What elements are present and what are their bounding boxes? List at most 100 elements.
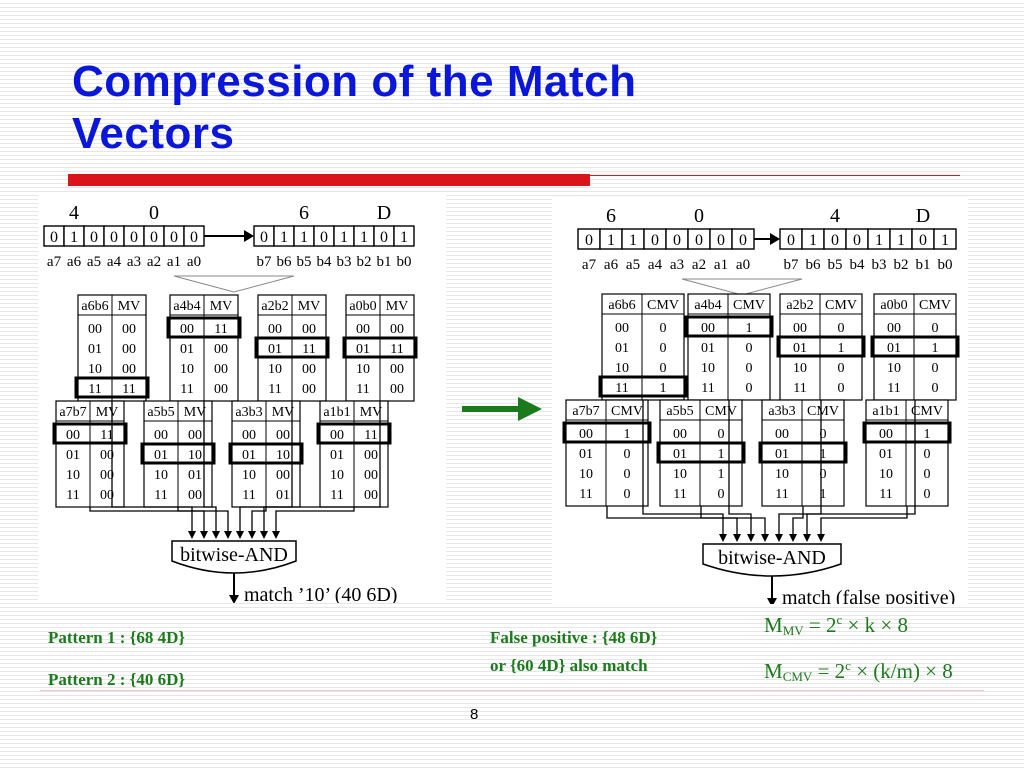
and-gate-label: bitwise-AND xyxy=(180,544,288,566)
route-arrowhead xyxy=(272,531,280,539)
register-arrow-head xyxy=(244,230,254,242)
table-header-key: a1b1 xyxy=(323,405,350,420)
table-header-key: a6b6 xyxy=(81,299,108,314)
table-header-value: CMV xyxy=(911,404,943,419)
slide-title: Compression of the Match Vectors xyxy=(72,56,892,160)
table-value: 0 xyxy=(820,467,827,482)
table-value: 00 xyxy=(100,448,114,463)
bit-label: b7 xyxy=(784,257,800,273)
table-key: 10 xyxy=(242,468,256,483)
table-value: 00 xyxy=(302,362,316,377)
table-value: 1 xyxy=(820,487,827,502)
table-value: 1 xyxy=(718,447,725,462)
table-value: 11 xyxy=(122,382,135,397)
table-value: 0 xyxy=(660,361,667,376)
hex-digit: 0 xyxy=(149,202,159,224)
table-value: 0 xyxy=(838,381,845,396)
eq-sup: c xyxy=(836,612,843,627)
table-key: 01 xyxy=(154,448,168,463)
bit-label: b2 xyxy=(357,254,372,270)
route-arrowhead xyxy=(260,531,268,539)
table-key: 01 xyxy=(579,447,593,462)
table-key: 10 xyxy=(701,361,715,376)
row-highlight xyxy=(562,421,652,444)
route-line xyxy=(700,506,766,536)
route-line xyxy=(251,507,267,533)
bit-cell xyxy=(933,228,957,250)
row-highlight xyxy=(342,336,418,359)
row-highlight xyxy=(74,376,150,399)
bit-value: 0 xyxy=(380,229,388,246)
table-key: 00 xyxy=(268,322,282,337)
route-arrowhead xyxy=(200,531,208,539)
table-value: 00 xyxy=(214,342,228,357)
bit-label: a5 xyxy=(87,254,101,270)
table-header-key: a0b0 xyxy=(349,299,376,314)
bit-value: 1 xyxy=(280,229,288,246)
hex-digit: 4 xyxy=(830,205,840,227)
table-key: 01 xyxy=(701,341,715,356)
row-highlight xyxy=(862,421,952,444)
match-result-label: match ’10’ (40 6D) xyxy=(244,584,397,603)
table-value: 11 xyxy=(364,428,377,443)
bit-value: 0 xyxy=(673,232,681,249)
table-header-value: CMV xyxy=(807,404,839,419)
bit-value: 0 xyxy=(919,232,927,249)
table-value: 0 xyxy=(932,381,939,396)
page-number: 8 xyxy=(470,706,479,723)
table-key: 11 xyxy=(579,487,592,502)
bit-label: a0 xyxy=(187,254,201,270)
table-value: 00 xyxy=(364,448,378,463)
eq-rest: × (k/m) × 8 xyxy=(850,659,953,683)
table-key: 01 xyxy=(879,447,893,462)
bit-value: 1 xyxy=(70,229,78,246)
table-key: 01 xyxy=(615,341,629,356)
table-value: 0 xyxy=(660,321,667,336)
table-value: 00 xyxy=(122,362,136,377)
hex-digit: 6 xyxy=(299,202,309,224)
row-highlight xyxy=(228,442,304,465)
table-key: 01 xyxy=(88,342,102,357)
title-line-2: Vectors xyxy=(72,109,235,158)
bit-value: 0 xyxy=(130,229,138,246)
table-value: 00 xyxy=(122,342,136,357)
pattern-2-note: Pattern 2 : {40 6D} xyxy=(48,670,186,689)
table-value: 1 xyxy=(624,427,631,442)
bit-label: b1 xyxy=(377,254,392,270)
table-key: 00 xyxy=(88,322,102,337)
bit-label: b4 xyxy=(850,257,866,273)
table-key: 11 xyxy=(330,488,343,503)
table-key: 10 xyxy=(330,468,344,483)
table-value: 00 xyxy=(122,322,136,337)
footer-divider xyxy=(40,690,984,691)
route-arrowhead xyxy=(733,534,741,542)
route-line xyxy=(642,400,724,536)
table-key: 00 xyxy=(330,428,344,443)
table-key: 01 xyxy=(330,448,344,463)
table-header-value: CMV xyxy=(705,404,737,419)
table-key: 11 xyxy=(268,382,281,397)
bit-label: b5 xyxy=(297,254,312,270)
table-key: 00 xyxy=(887,321,901,336)
table-value: 0 xyxy=(924,487,931,502)
hex-digit: 0 xyxy=(694,205,704,227)
table-key: 10 xyxy=(879,467,893,482)
lookup-table xyxy=(565,399,649,507)
bit-label: a6 xyxy=(67,254,82,270)
cmv-size-equation: MCMV = 2c × (k/m) × 8 xyxy=(764,658,953,685)
title-underline-bar xyxy=(68,174,590,186)
table-key: 00 xyxy=(615,321,629,336)
route-line xyxy=(778,400,822,536)
row-highlight xyxy=(684,315,774,338)
table-key: 11 xyxy=(879,487,892,502)
route-arrowhead xyxy=(248,531,256,539)
table-key: 11 xyxy=(887,381,900,396)
register-arrow-head xyxy=(770,233,780,245)
bit-label: a2 xyxy=(147,254,161,270)
table-key: 01 xyxy=(775,447,789,462)
lookup-table xyxy=(659,399,743,507)
bit-label: b7 xyxy=(257,254,273,270)
table-value: 0 xyxy=(838,321,845,336)
bit-value: 1 xyxy=(941,232,949,249)
